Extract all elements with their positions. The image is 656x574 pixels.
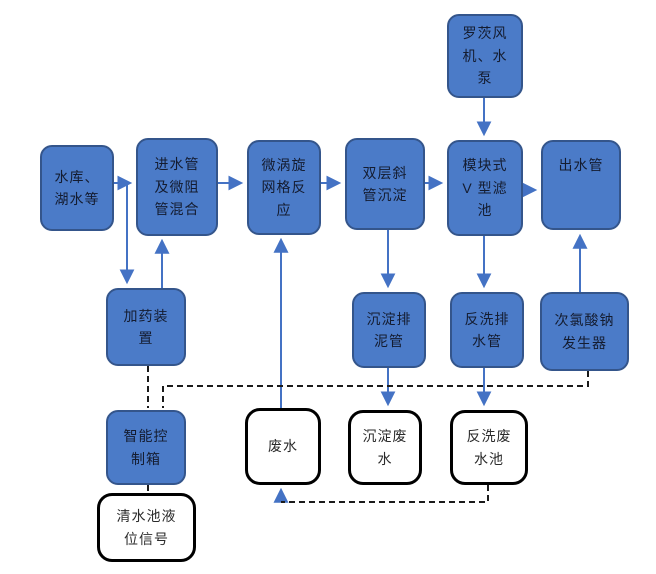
node-inlet-pipe-mixing: 进水管 及微阻 管混合	[136, 138, 218, 236]
node-dosing-device: 加药装 置	[106, 288, 186, 366]
node-smart-control-box: 智能控 制箱	[106, 410, 186, 485]
node-clearwater-level-signal: 清水池液 位信号	[97, 493, 196, 562]
node-outlet-pipe: 出水管	[541, 140, 621, 230]
node-backwash-drain-pipe: 反洗排 水管	[450, 292, 524, 368]
node-wastewater: 废水	[245, 408, 321, 485]
dashed-hypochlorite-to-controlbox	[162, 371, 589, 408]
node-backwash-wastewater-pool: 反洗废 水池	[450, 410, 528, 485]
node-inclined-tube-sedimentation: 双层斜 管沉淀	[345, 138, 425, 230]
dashed-backwashpool-to-wastewater	[281, 485, 489, 503]
node-hypochlorite-generator: 次氯酸钠 发生器	[540, 292, 629, 371]
node-sediment-wastewater: 沉淀废 水	[348, 410, 422, 485]
node-roots-blower: 罗茨风 机、水 泵	[447, 14, 523, 98]
node-modular-v-filter: 模块式 V 型滤 池	[447, 140, 523, 236]
node-water-source: 水库、 湖水等	[40, 145, 114, 231]
node-micro-vortex-grid: 微涡旋 网格反 应	[247, 140, 321, 235]
node-sludge-discharge-pipe: 沉淀排 泥管	[352, 292, 426, 368]
